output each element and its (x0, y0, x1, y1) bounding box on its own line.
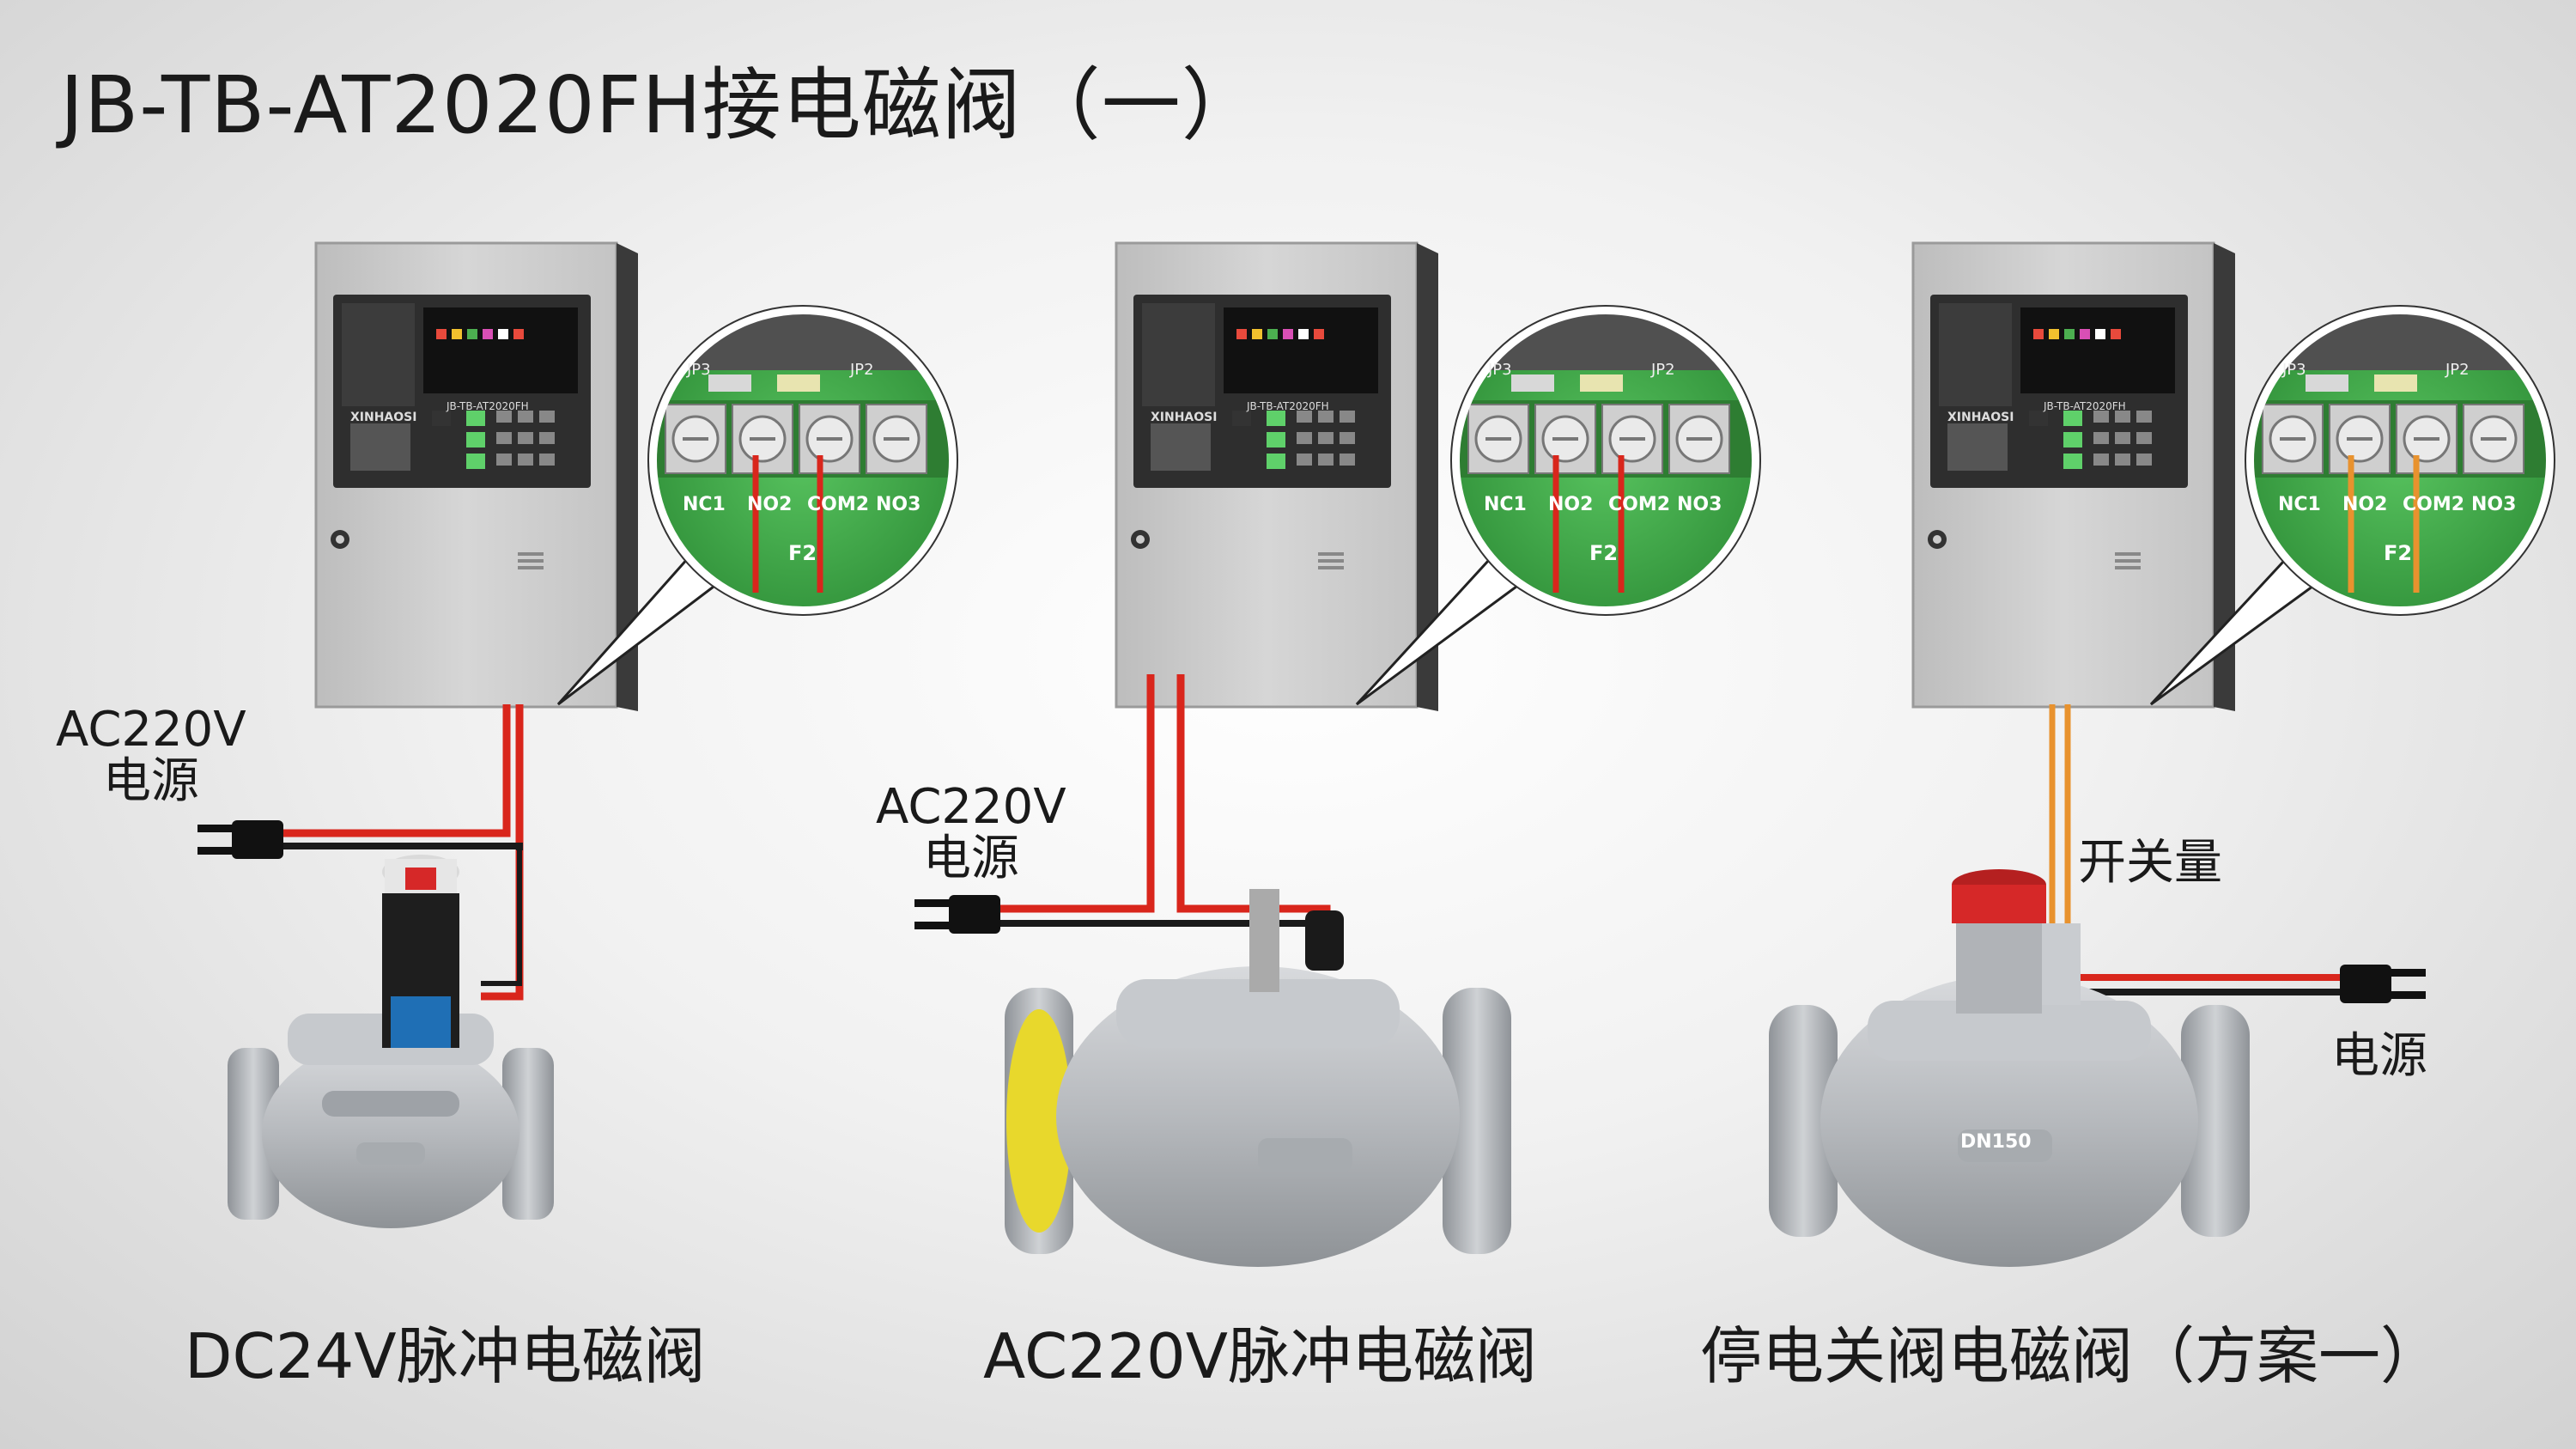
page-title: JB-TB-AT2020FH接电磁阀（一） (60, 59, 1261, 151)
controller-panel-3 (1911, 241, 2237, 713)
jumper-label-jp2: JP2 (2445, 361, 2470, 379)
power-wire-red-2 (1000, 674, 1155, 913)
jumper-label-jp3: JP3 (687, 361, 711, 379)
panel-brand: XINHAOSI (1151, 411, 1218, 424)
power-voltage-label: AC220V (876, 779, 1066, 835)
valve-wire-red-1 (481, 704, 524, 1001)
jumper-label-jp2: JP2 (850, 361, 874, 379)
caption-ac220v-valve: AC220V脉冲电磁阀 (983, 1320, 1537, 1392)
power-voltage-label: AC220V (56, 702, 246, 758)
jumper-label-jp3: JP3 (2282, 361, 2306, 379)
panel-model: JB-TB-AT2020FH (2044, 400, 2126, 412)
power-source-label: 电源 (102, 753, 199, 809)
terminal-label-no2: NO2 (747, 494, 793, 515)
power-source-label-3: 电源 (2331, 1028, 2427, 1084)
terminal-label-com2: COM2 (1608, 494, 1671, 515)
power-plug-icon-2 (914, 895, 1000, 934)
terminal-label-nc1: NC1 (2278, 494, 2321, 515)
caption-dc24v-valve: DC24V脉冲电磁阀 (185, 1320, 706, 1392)
power-wire-red-1 (283, 704, 511, 837)
terminal-label-com2: COM2 (807, 494, 870, 515)
controller-panel-1 (314, 241, 640, 713)
valve-dc24v (228, 855, 554, 1228)
terminal-label-nc1: NC1 (1484, 494, 1527, 515)
valve-wire-black-1 (481, 846, 522, 986)
panel-brand: XINHAOSI (350, 411, 417, 424)
power-wire-black-1 (283, 843, 523, 850)
panel-brand: XINHAOSI (1947, 411, 2014, 424)
terminal-label-no2: NO2 (2342, 494, 2388, 515)
power-plug-icon-3 (2340, 965, 2426, 1003)
terminal-label-no2: NO2 (1548, 494, 1594, 515)
jumper-label-jp3: JP3 (1488, 361, 1512, 379)
relay-label-f2: F2 (2384, 541, 2413, 565)
signal-label: 开关量 (2078, 835, 2222, 891)
power-plug-icon (197, 820, 283, 859)
terminal-label-com2: COM2 (2403, 494, 2465, 515)
caption-power-off-valve: 停电关阀电磁阀（方案一） (1700, 1320, 2443, 1392)
power-source-label: 电源 (922, 831, 1019, 886)
terminal-label-no3: NO3 (2471, 494, 2517, 515)
terminal-zoom-2 (1355, 305, 1761, 706)
terminal-label-no3: NO3 (1677, 494, 1722, 515)
power-label-1: AC220V 电源 (56, 704, 246, 807)
panel-model: JB-TB-AT2020FH (1247, 400, 1329, 412)
power-label-2: AC220V 电源 (876, 782, 1066, 885)
terminal-label-nc1: NC1 (683, 494, 726, 515)
relay-label-f2: F2 (788, 541, 817, 565)
jumper-label-jp2: JP2 (1651, 361, 1675, 379)
valve-wire-red-2 (1176, 674, 1331, 923)
valve-power-off-close (1769, 869, 2250, 1267)
terminal-zoom-3 (2149, 305, 2555, 706)
valve-ac220v (1005, 889, 1511, 1267)
terminal-label-no3: NO3 (876, 494, 921, 515)
terminal-zoom-1 (556, 305, 958, 706)
relay-label-f2: F2 (1589, 541, 1619, 565)
controller-panel-2 (1115, 241, 1440, 713)
panel-model: JB-TB-AT2020FH (447, 400, 529, 412)
valve-marking: DN150 (1960, 1131, 2032, 1153)
